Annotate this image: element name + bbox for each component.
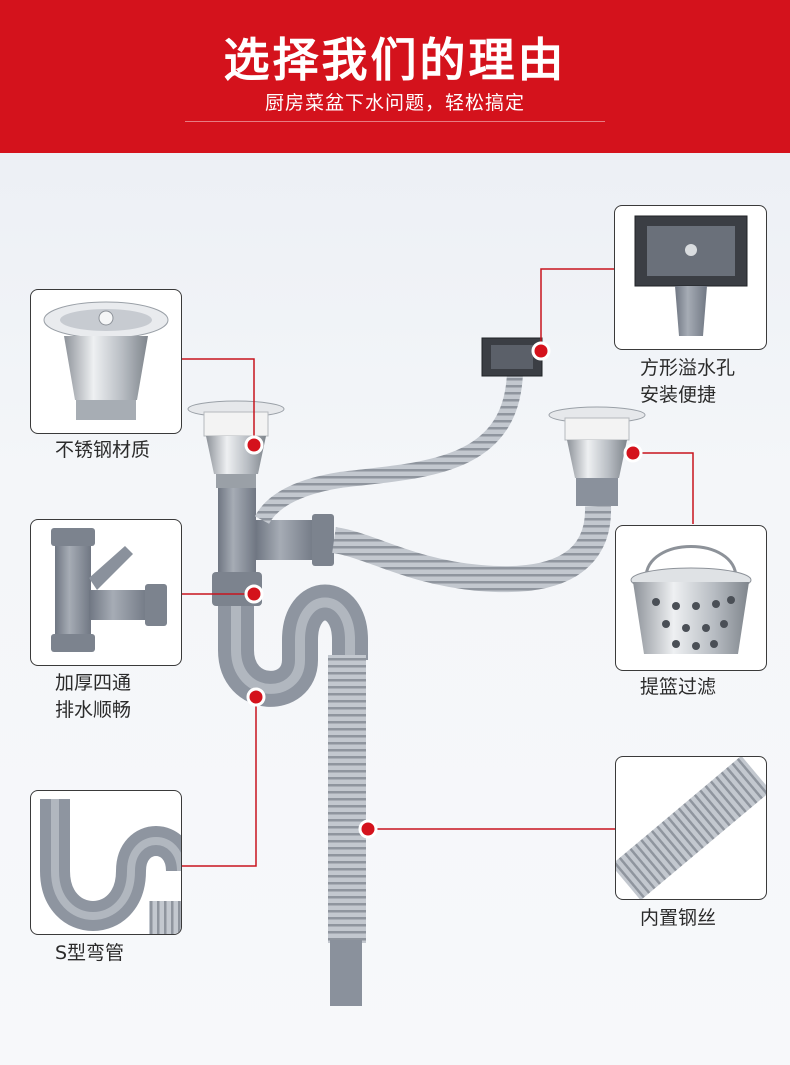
left-strainer: [187, 400, 285, 488]
page-subtitle: 厨房菜盆下水问题，轻松搞定: [264, 92, 525, 114]
tee-fitting-card: [30, 519, 182, 666]
header-banner: 选择我们的理由 厨房菜盆下水问题，轻松搞定: [0, 0, 790, 153]
steel-wire-label: 内置钢丝: [640, 907, 717, 929]
banner-divider: [185, 121, 605, 122]
s-trap-card: [30, 790, 182, 935]
tee-label-line1: 加厚四通: [55, 672, 132, 694]
stainless-label: 不锈钢材质: [55, 439, 151, 461]
overflow-label-line2: 安装便捷: [640, 384, 717, 406]
overflow-label-line1: 方形溢水孔: [640, 357, 736, 379]
basket-filter-card: [615, 525, 767, 671]
stainless-strainer-card: [30, 289, 182, 434]
s-trap-label: S型弯管: [55, 942, 125, 964]
tee-label-line2: 排水顺畅: [55, 699, 132, 721]
steel-wire-hose-card: [615, 756, 767, 900]
basket-label: 提篮过滤: [640, 676, 717, 698]
square-overflow-card: [614, 205, 767, 350]
page-title: 选择我们的理由: [223, 33, 567, 87]
right-strainer: [548, 406, 646, 506]
